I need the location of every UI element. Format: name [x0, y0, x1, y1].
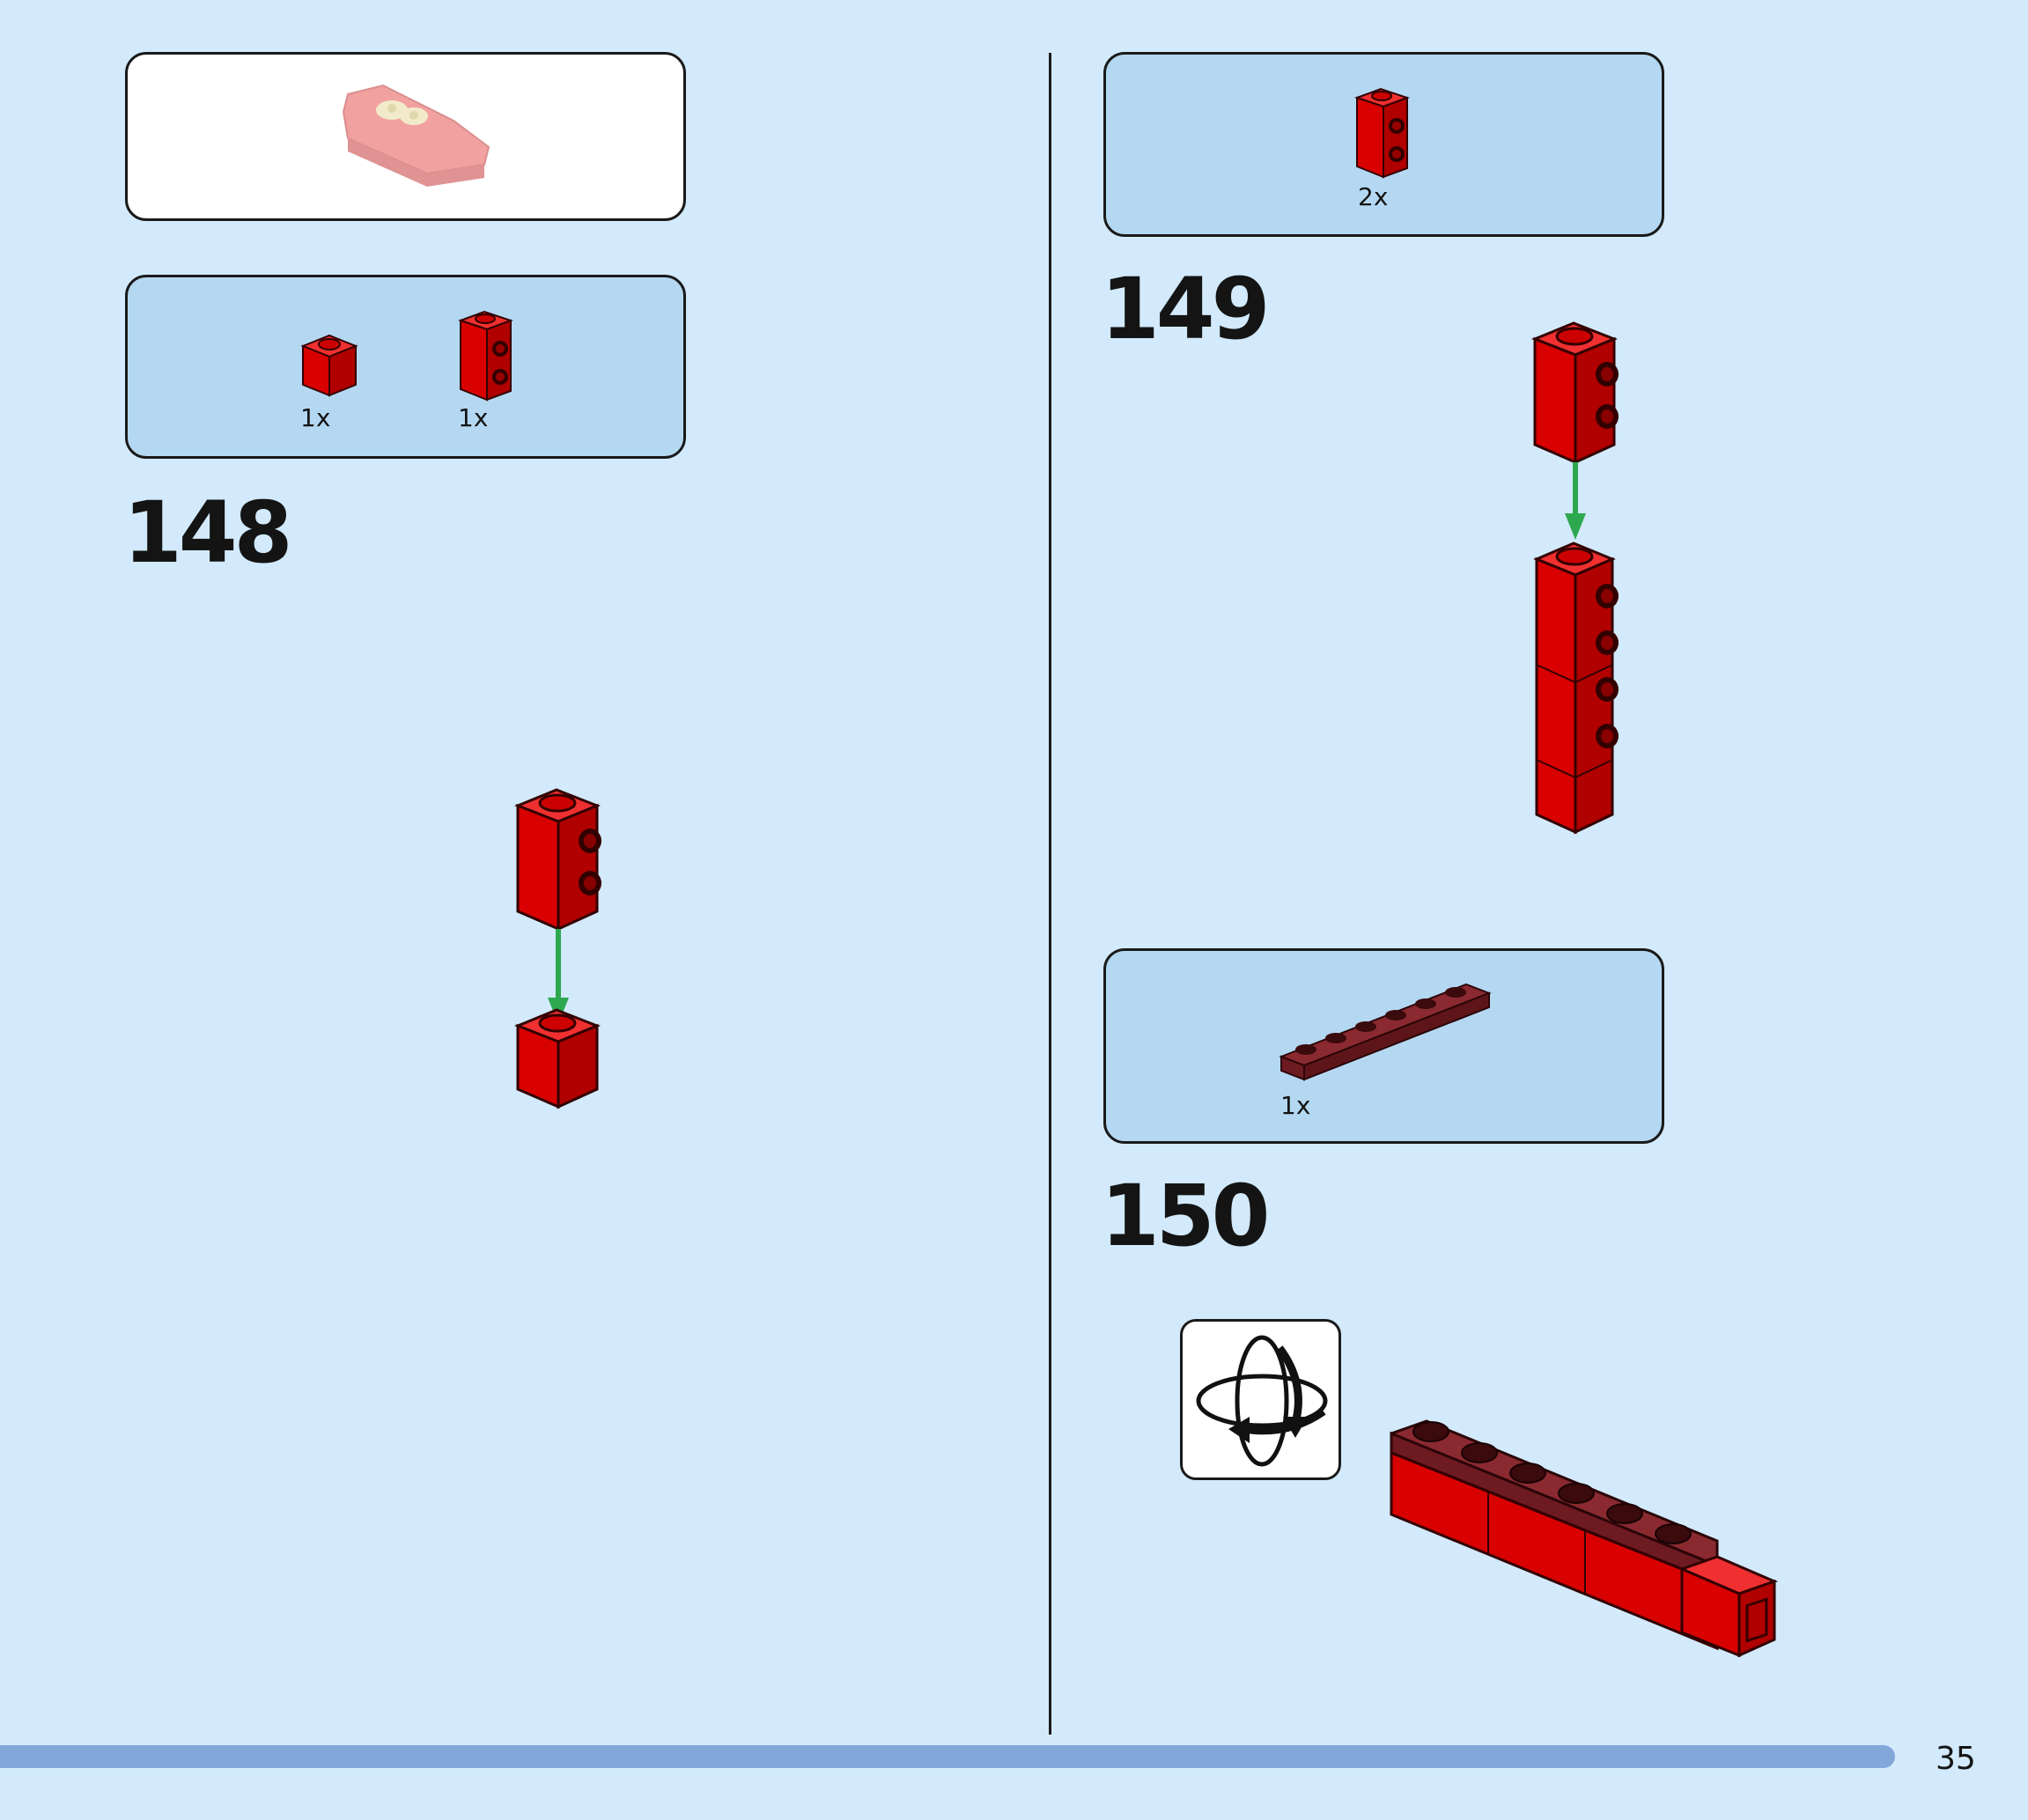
step-number-149: 149 [1101, 260, 1270, 358]
step-148-illustration [513, 788, 601, 1109]
part-qty-label: 1x [458, 403, 489, 432]
red-1x1-brick-icon [513, 1008, 601, 1109]
parts-box-step-149: 2x [1103, 52, 1664, 237]
parts-box-step-148: 1x 1x [125, 275, 686, 459]
part-qty-label: 2x [1358, 182, 1389, 211]
step-149-illustration [1530, 321, 1619, 835]
rotate-model-box [1180, 1319, 1341, 1480]
page-number: 35 [1936, 1741, 1976, 1777]
red-boat-assembly-preview-icon [342, 84, 490, 187]
red-stacked-column-icon [1533, 542, 1619, 835]
red-1x1x2-brick-with-side-studs-icon [1530, 321, 1619, 465]
red-horizontal-assembly-with-dark-red-plate-icon [1390, 1419, 1779, 1658]
step-number-150: 150 [1101, 1167, 1270, 1265]
rotate-model-icon [1196, 1335, 1328, 1467]
red-1x1x2-brick-with-side-studs-icon [457, 310, 514, 402]
red-1x1x2-brick-with-side-studs-icon [1353, 87, 1411, 179]
progress-bar [0, 1745, 1895, 1768]
parts-box-step-150: 1x [1103, 948, 1664, 1144]
column-divider [1049, 53, 1051, 1735]
dark-red-1x6-plate-icon [1279, 983, 1492, 1081]
part-qty-label: 1x [300, 403, 331, 432]
step-number-148: 148 [123, 483, 292, 582]
green-down-arrow-icon [1565, 462, 1586, 540]
red-1x1x2-brick-with-side-studs-icon [513, 788, 601, 932]
red-1x1-brick-icon [300, 334, 358, 397]
part-qty-label: 1x [1280, 1091, 1311, 1120]
submodel-preview-box [125, 52, 686, 221]
step-150-illustration [1390, 1419, 1779, 1658]
